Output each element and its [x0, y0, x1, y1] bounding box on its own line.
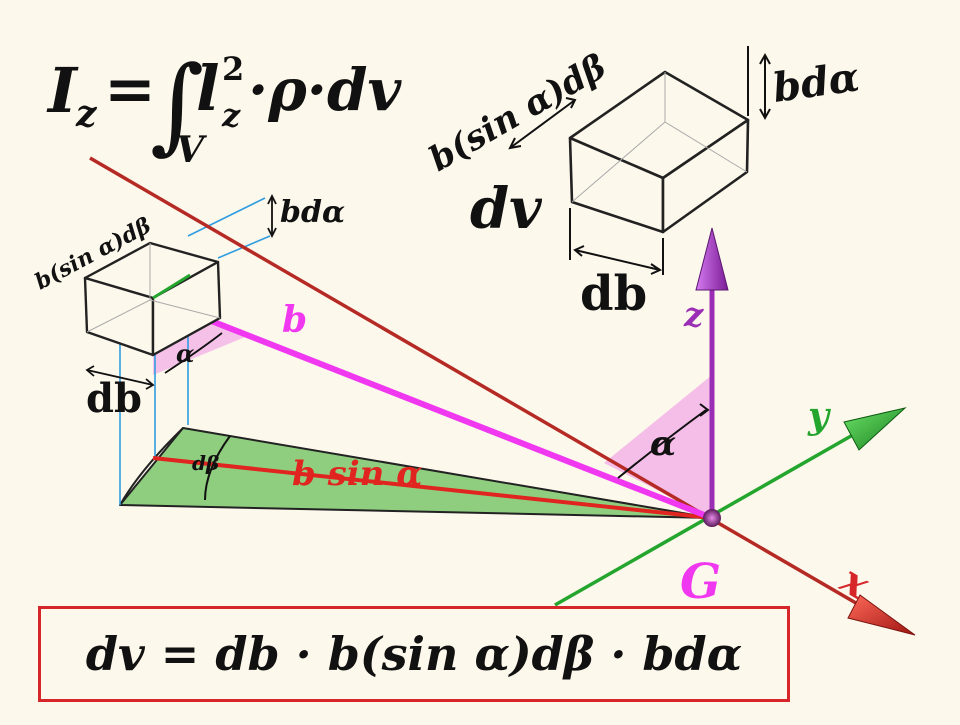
label-origin-g: G	[680, 554, 721, 610]
volume-formula-box: dv = db · b(sin α)dβ · bdα	[38, 606, 790, 702]
label-d-beta: dβ	[192, 451, 219, 475]
large-block-dimension-arrows	[508, 46, 771, 275]
inertia-l: l	[196, 52, 220, 125]
label-axis-z: z	[683, 295, 704, 335]
large-block-volume-label: dv	[470, 176, 543, 242]
origin-point	[703, 509, 721, 527]
large-volume-block	[568, 70, 750, 234]
volume-formula: dv = db · b(sin α)dβ · bdα	[85, 627, 743, 681]
inertia-formula: I z = ∫ V l 2 z ·ρ·dv	[46, 43, 403, 171]
label-axis-y: y	[807, 395, 831, 437]
z-axis-arrowhead	[695, 227, 729, 291]
label-b-sin-alpha: b sin α	[292, 454, 422, 494]
b-line	[151, 295, 714, 521]
inertia-lhs: I	[46, 54, 79, 127]
d-beta-sector-arc	[119, 427, 184, 506]
inertia-equals: =	[104, 52, 156, 125]
y-axis-arrowhead	[843, 407, 907, 451]
label-alpha-large: α	[650, 424, 676, 464]
alpha-arc-large-arrowhead	[699, 403, 710, 417]
label-alpha-small: α	[176, 339, 194, 368]
small-block-height-label: bdα	[280, 195, 345, 230]
small-volume-block	[83, 241, 222, 357]
b-sin-alpha-line	[152, 456, 713, 520]
x-axis-line	[89, 156, 881, 619]
x-axis-arrowhead	[847, 594, 916, 636]
alpha-arc-large	[617, 409, 707, 479]
inertia-lhs-sub: z	[75, 93, 98, 135]
inertia-l-sub: z	[221, 96, 241, 134]
inertia-domain: V	[176, 129, 207, 171]
small-block-dimension-arrows	[85, 193, 277, 390]
inertia-integral: ∫	[150, 43, 204, 165]
inertia-rest: ·ρ·dv	[248, 56, 403, 124]
d-beta-arrow	[204, 435, 231, 501]
large-block-depth-label: db	[580, 266, 647, 322]
d-beta-sector	[119, 427, 713, 519]
label-axis-x: x	[832, 555, 878, 609]
large-block-height-label: bdα	[770, 53, 862, 112]
inertia-l-sup: 2	[222, 50, 244, 88]
small-block-depth-label: db	[86, 375, 142, 422]
label-b: b	[282, 299, 307, 341]
